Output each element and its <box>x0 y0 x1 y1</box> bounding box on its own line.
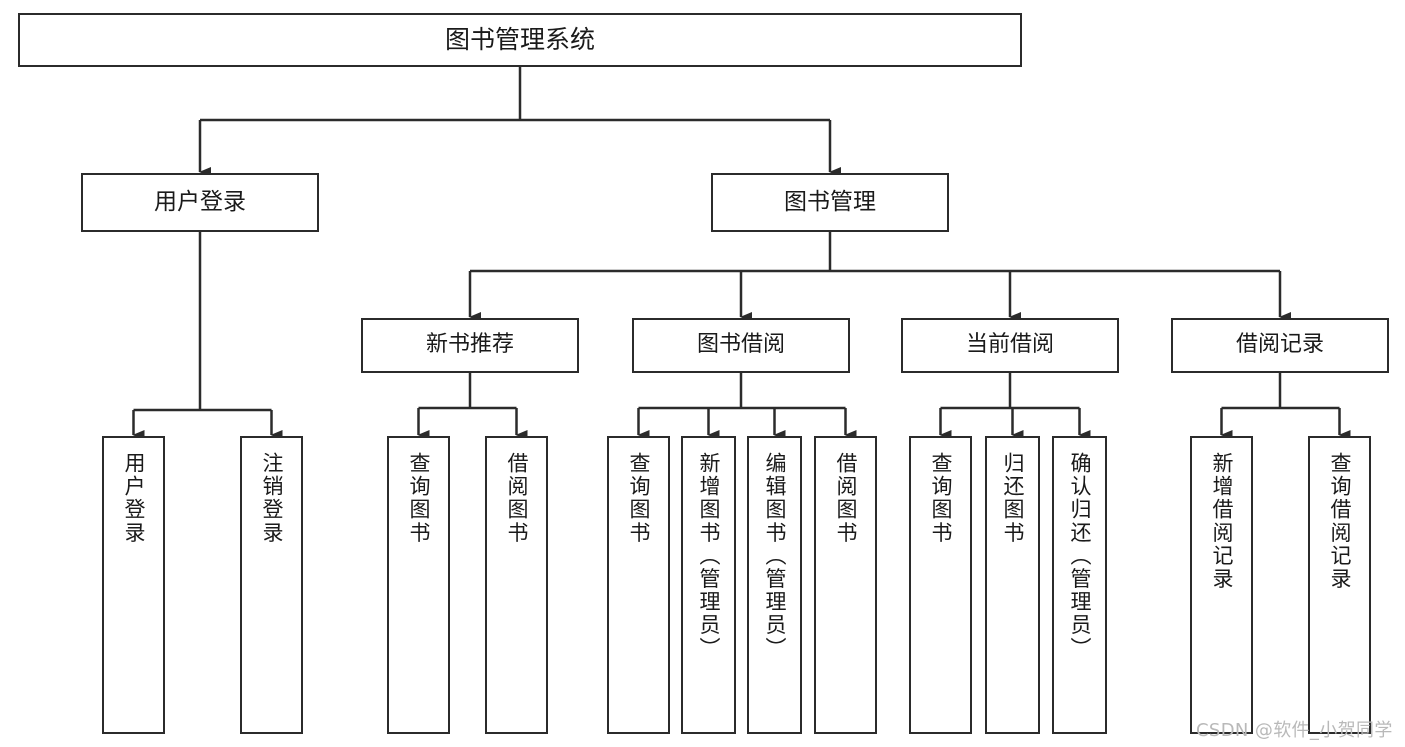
node-label: 编辑图书（管理员） <box>763 452 787 660</box>
node-user-login[interactable]: 用户登录 <box>81 173 319 232</box>
node-label: 查询图书 <box>407 452 431 545</box>
node-label: 确认归还（管理员） <box>1068 452 1092 660</box>
node-leaf-query-book-3[interactable]: 查询图书 <box>909 436 972 734</box>
node-leaf-borrow-book-1[interactable]: 借阅图书 <box>485 436 548 734</box>
node-borrow-record[interactable]: 借阅记录 <box>1171 318 1389 373</box>
node-label: 图书借阅 <box>696 332 785 358</box>
node-label: 查询图书 <box>627 452 651 545</box>
node-label: 新增图书（管理员） <box>697 452 721 660</box>
node-leaf-query-book-2[interactable]: 查询图书 <box>607 436 670 734</box>
node-leaf-add-book-admin[interactable]: 新增图书（管理员） <box>681 436 736 734</box>
node-label: 借阅图书 <box>834 452 858 545</box>
node-label: 新增借阅记录 <box>1210 452 1234 591</box>
node-new-book-recommend[interactable]: 新书推荐 <box>361 318 579 373</box>
node-leaf-add-borrow-record[interactable]: 新增借阅记录 <box>1190 436 1253 734</box>
node-leaf-edit-book-admin[interactable]: 编辑图书（管理员） <box>747 436 802 734</box>
node-label: 借阅图书 <box>505 452 529 545</box>
node-root[interactable]: 图书管理系统 <box>18 13 1022 67</box>
node-label: 用户登录 <box>154 188 246 215</box>
node-label: 用户登录 <box>122 452 146 545</box>
node-leaf-query-book-1[interactable]: 查询图书 <box>387 436 450 734</box>
node-label: 图书管理 <box>784 188 876 215</box>
node-label: 注销登录 <box>260 452 284 545</box>
node-leaf-logout[interactable]: 注销登录 <box>240 436 303 734</box>
node-leaf-query-borrow-record[interactable]: 查询借阅记录 <box>1308 436 1371 734</box>
node-leaf-confirm-return-admin[interactable]: 确认归还（管理员） <box>1052 436 1107 734</box>
node-leaf-borrow-book-2[interactable]: 借阅图书 <box>814 436 877 734</box>
node-label: 查询图书 <box>929 452 953 545</box>
node-leaf-return-book[interactable]: 归还图书 <box>985 436 1040 734</box>
node-label: 借阅记录 <box>1235 332 1324 358</box>
node-book-borrow[interactable]: 图书借阅 <box>632 318 850 373</box>
node-label: 查询借阅记录 <box>1328 452 1352 591</box>
node-label: 归还图书 <box>1001 452 1025 545</box>
node-label: 新书推荐 <box>425 332 514 358</box>
node-leaf-user-login[interactable]: 用户登录 <box>102 436 165 734</box>
node-label: 图书管理系统 <box>444 25 595 55</box>
node-book-management[interactable]: 图书管理 <box>711 173 949 232</box>
node-current-borrow[interactable]: 当前借阅 <box>901 318 1119 373</box>
edges-group <box>132 67 1351 440</box>
node-label: 当前借阅 <box>965 332 1054 358</box>
